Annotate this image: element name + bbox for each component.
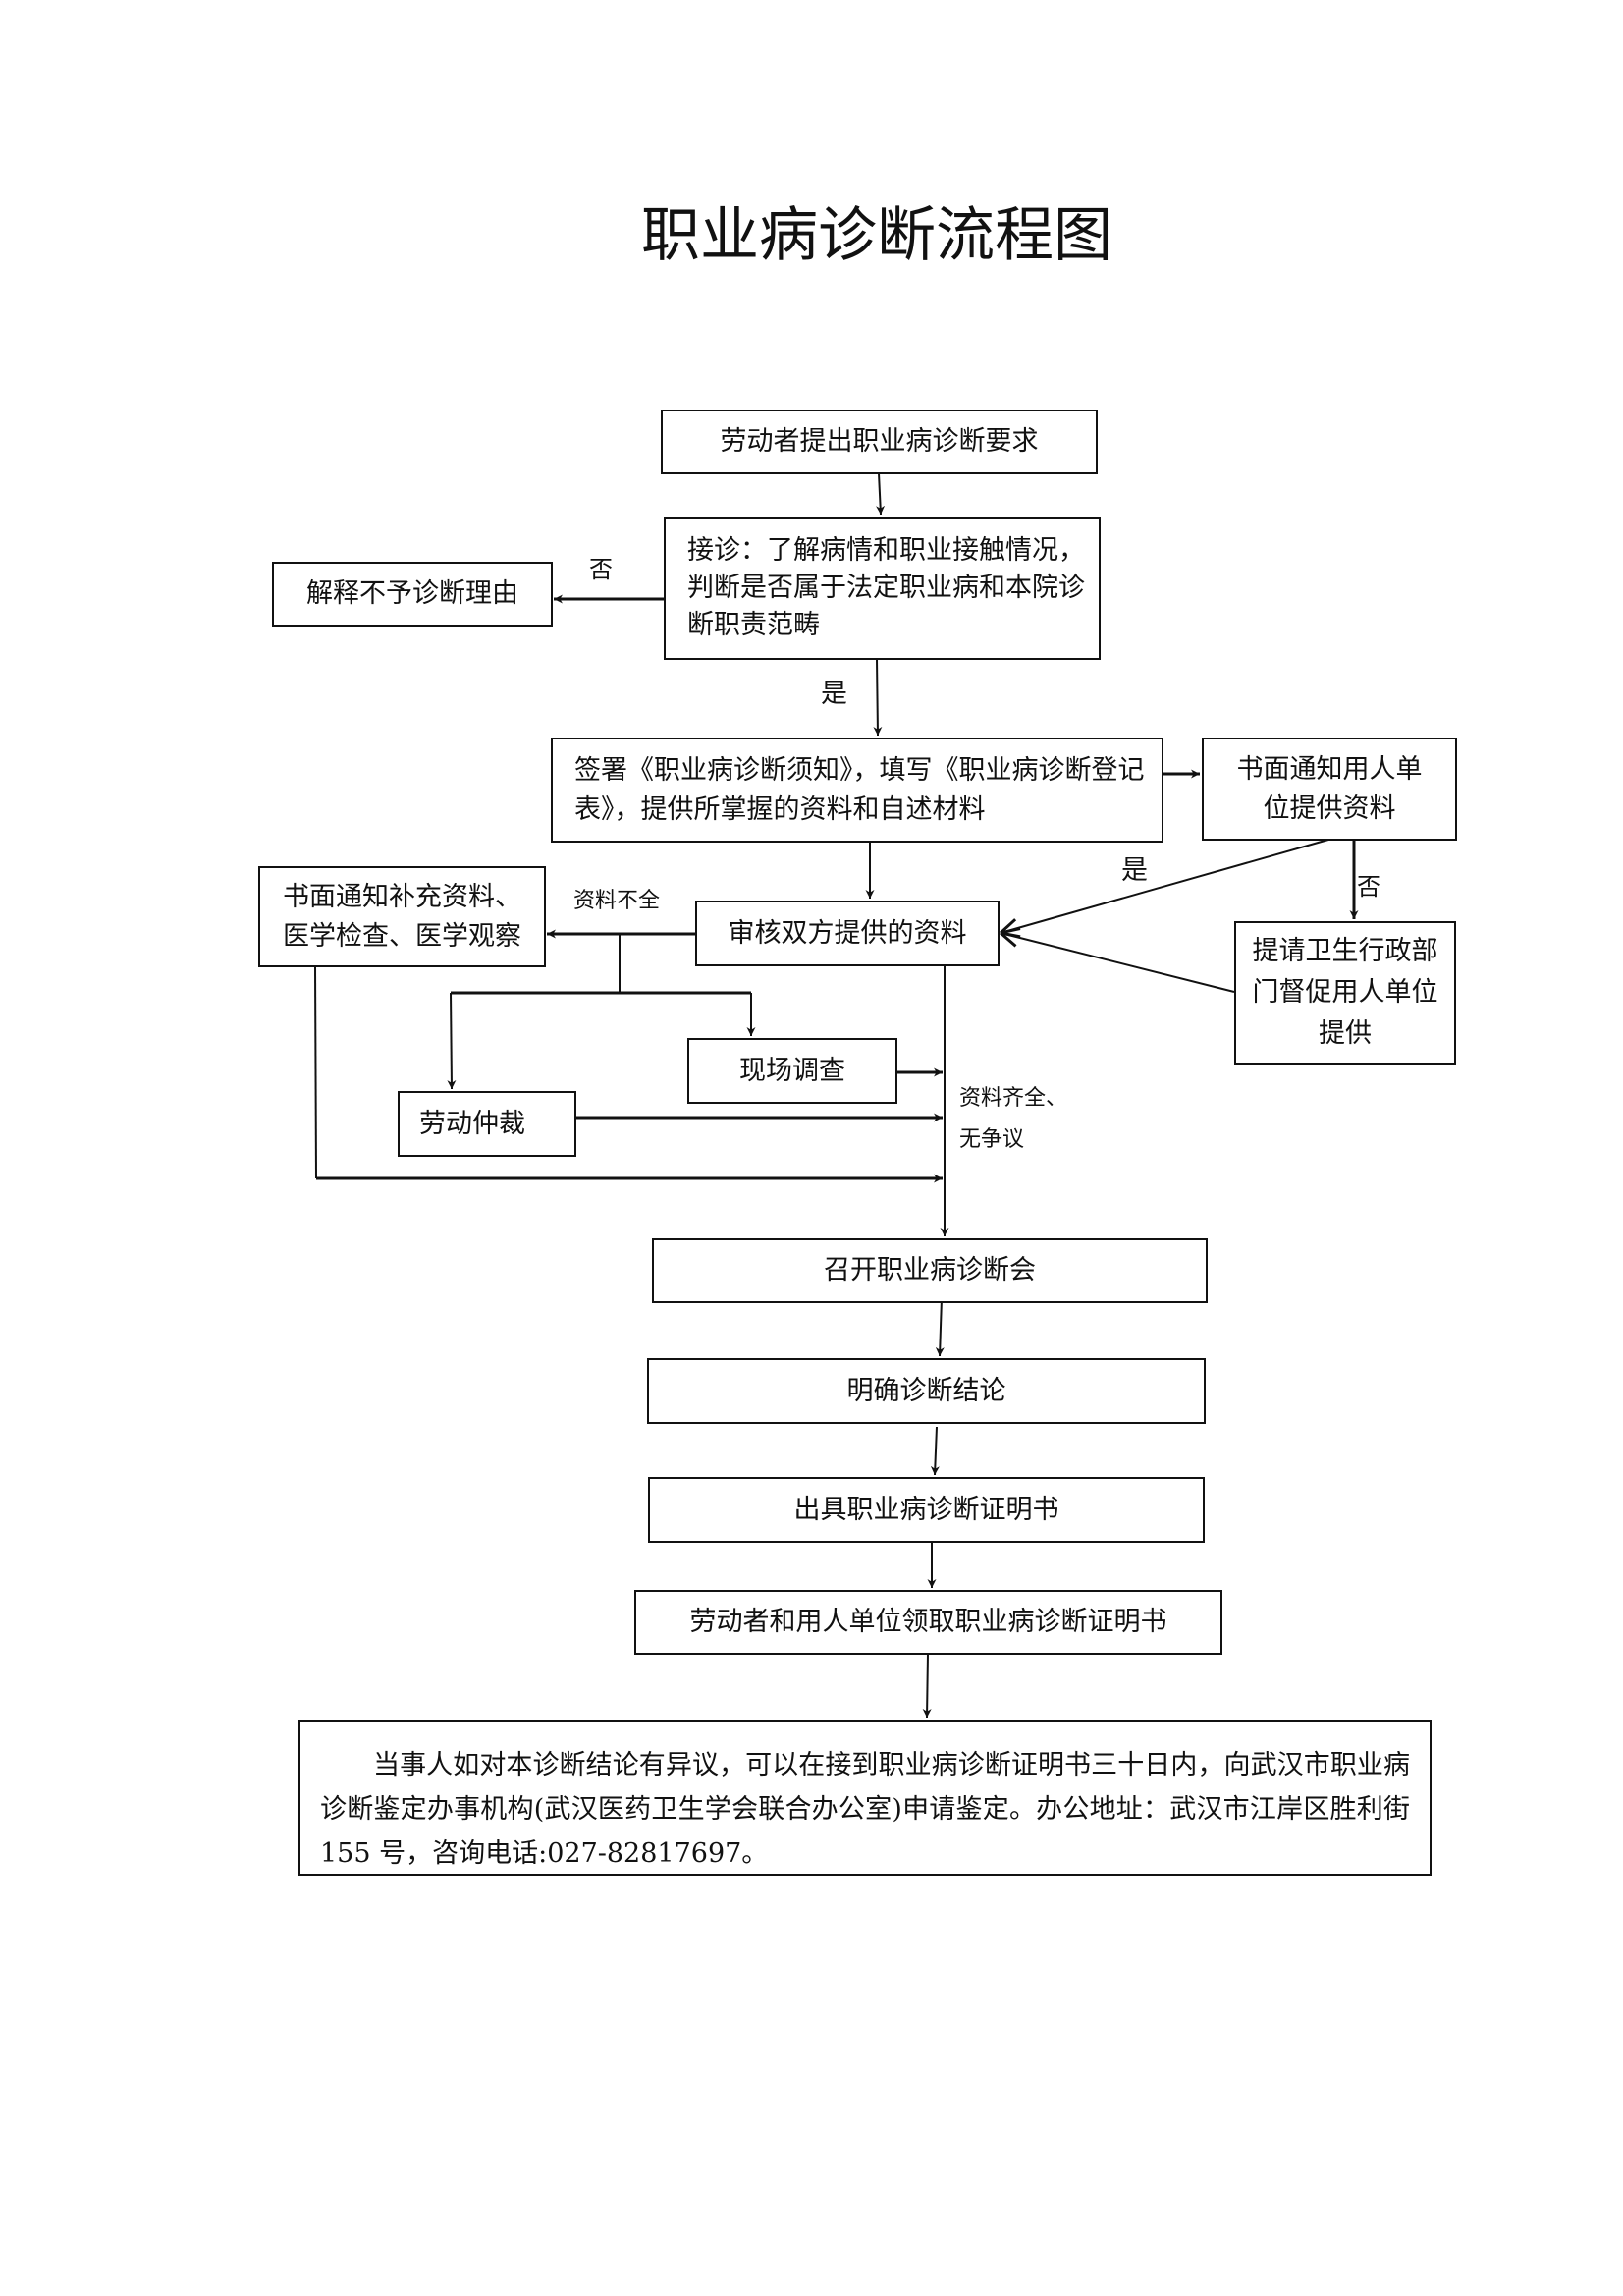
node-request: 劳动者提出职业病诊断要求 (661, 410, 1098, 474)
edge-label-incomplete: 资料不全 (573, 889, 661, 913)
node-request-health-dept: 提请卫生行政部门督促用人单位提供 (1234, 921, 1456, 1065)
node-review: 审核双方提供的资料 (695, 901, 1000, 966)
node-notify-employer: 书面通知用人单位提供资料 (1202, 738, 1457, 841)
node-sign-forms: 签署《职业病诊断须知》，填写《职业病诊断登记表》，提供所掌握的资料和自述材料 (551, 738, 1163, 843)
node-sign-forms-text: 签署《职业病诊断须知》，填写《职业病诊断登记表》，提供所掌握的资料和自述材料 (574, 754, 1145, 825)
arrow-meeting-to-conclusion (935, 1297, 945, 1357)
node-review-text: 审核双方提供的资料 (728, 917, 967, 949)
node-request-text: 劳动者提出职业病诊断要求 (720, 426, 1039, 457)
node-site-investigation-text: 现场调查 (739, 1055, 845, 1086)
connector-supplement-down (314, 965, 317, 1179)
node-conclusion: 明确诊断结论 (647, 1358, 1206, 1424)
edge-label-no-employer: 否 (1357, 873, 1380, 901)
node-collect-certificate: 劳动者和用人单位领取职业病诊断证明书 (634, 1590, 1222, 1655)
edge-label-complete-line2: 无争议 (959, 1127, 1025, 1152)
edge-label-complete: 资料齐全、 无争议 (959, 1078, 1067, 1161)
node-request-health-dept-text: 提请卫生行政部门督促用人单位提供 (1252, 936, 1438, 1049)
node-convene-meeting-text: 召开职业病诊断会 (824, 1255, 1036, 1285)
node-conclusion-text: 明确诊断结论 (846, 1375, 1006, 1406)
edge-label-yes-sign: 是 (821, 679, 847, 709)
node-labor-arbitration-text: 劳动仲裁 (419, 1108, 525, 1139)
edge-label-yes-employer: 是 (1121, 855, 1148, 886)
node-explain-refusal-text: 解释不予诊断理由 (306, 578, 518, 609)
appeal-note: 当事人如对本诊断结论有异议，可以在接到职业病诊断证明书三十日内，向武汉市职业病诊… (298, 1720, 1432, 1876)
node-reception-text: 接诊：了解病情和职业接触情况，判断是否属于法定职业病和本院诊断职责范畴 (687, 535, 1085, 640)
arrow-collect-to-note (922, 1653, 932, 1719)
edge-label-no-refusal: 否 (589, 556, 613, 583)
arrow-request-to-reception (876, 472, 886, 516)
appeal-note-text: 当事人如对本诊断结论有异议，可以在接到职业病诊断证明书三十日内，向武汉市职业病诊… (320, 1750, 1410, 1869)
node-issue-certificate: 出具职业病诊断证明书 (648, 1477, 1205, 1543)
arrow-employer-yes-to-review (1000, 839, 1329, 939)
node-notify-supplement: 书面通知补充资料、医学检查、医学观察 (258, 866, 546, 967)
node-notify-employer-text: 书面通知用人单位提供资料 (1236, 753, 1423, 824)
node-collect-certificate-text: 劳动者和用人单位领取职业病诊断证明书 (689, 1607, 1167, 1637)
arrow-reception-to-sign (873, 658, 883, 737)
node-explain-refusal: 解释不予诊断理由 (272, 562, 553, 627)
arrow-health-dept-to-review (1000, 927, 1235, 993)
arrow-branch-to-arbitration (447, 992, 457, 1090)
node-labor-arbitration: 劳动仲裁 (398, 1091, 576, 1157)
page-title: 职业病诊断流程图 (641, 201, 1112, 270)
node-reception: 接诊：了解病情和职业接触情况，判断是否属于法定职业病和本院诊断职责范畴 (664, 517, 1101, 660)
node-convene-meeting: 召开职业病诊断会 (652, 1238, 1208, 1303)
node-issue-certificate-text: 出具职业病诊断证明书 (793, 1494, 1059, 1525)
node-notify-supplement-text: 书面通知补充资料、医学检查、医学观察 (283, 881, 521, 952)
arrow-conclusion-to-issue (930, 1426, 940, 1476)
edge-label-complete-line1: 资料齐全、 (959, 1086, 1068, 1111)
node-site-investigation: 现场调查 (687, 1038, 897, 1104)
